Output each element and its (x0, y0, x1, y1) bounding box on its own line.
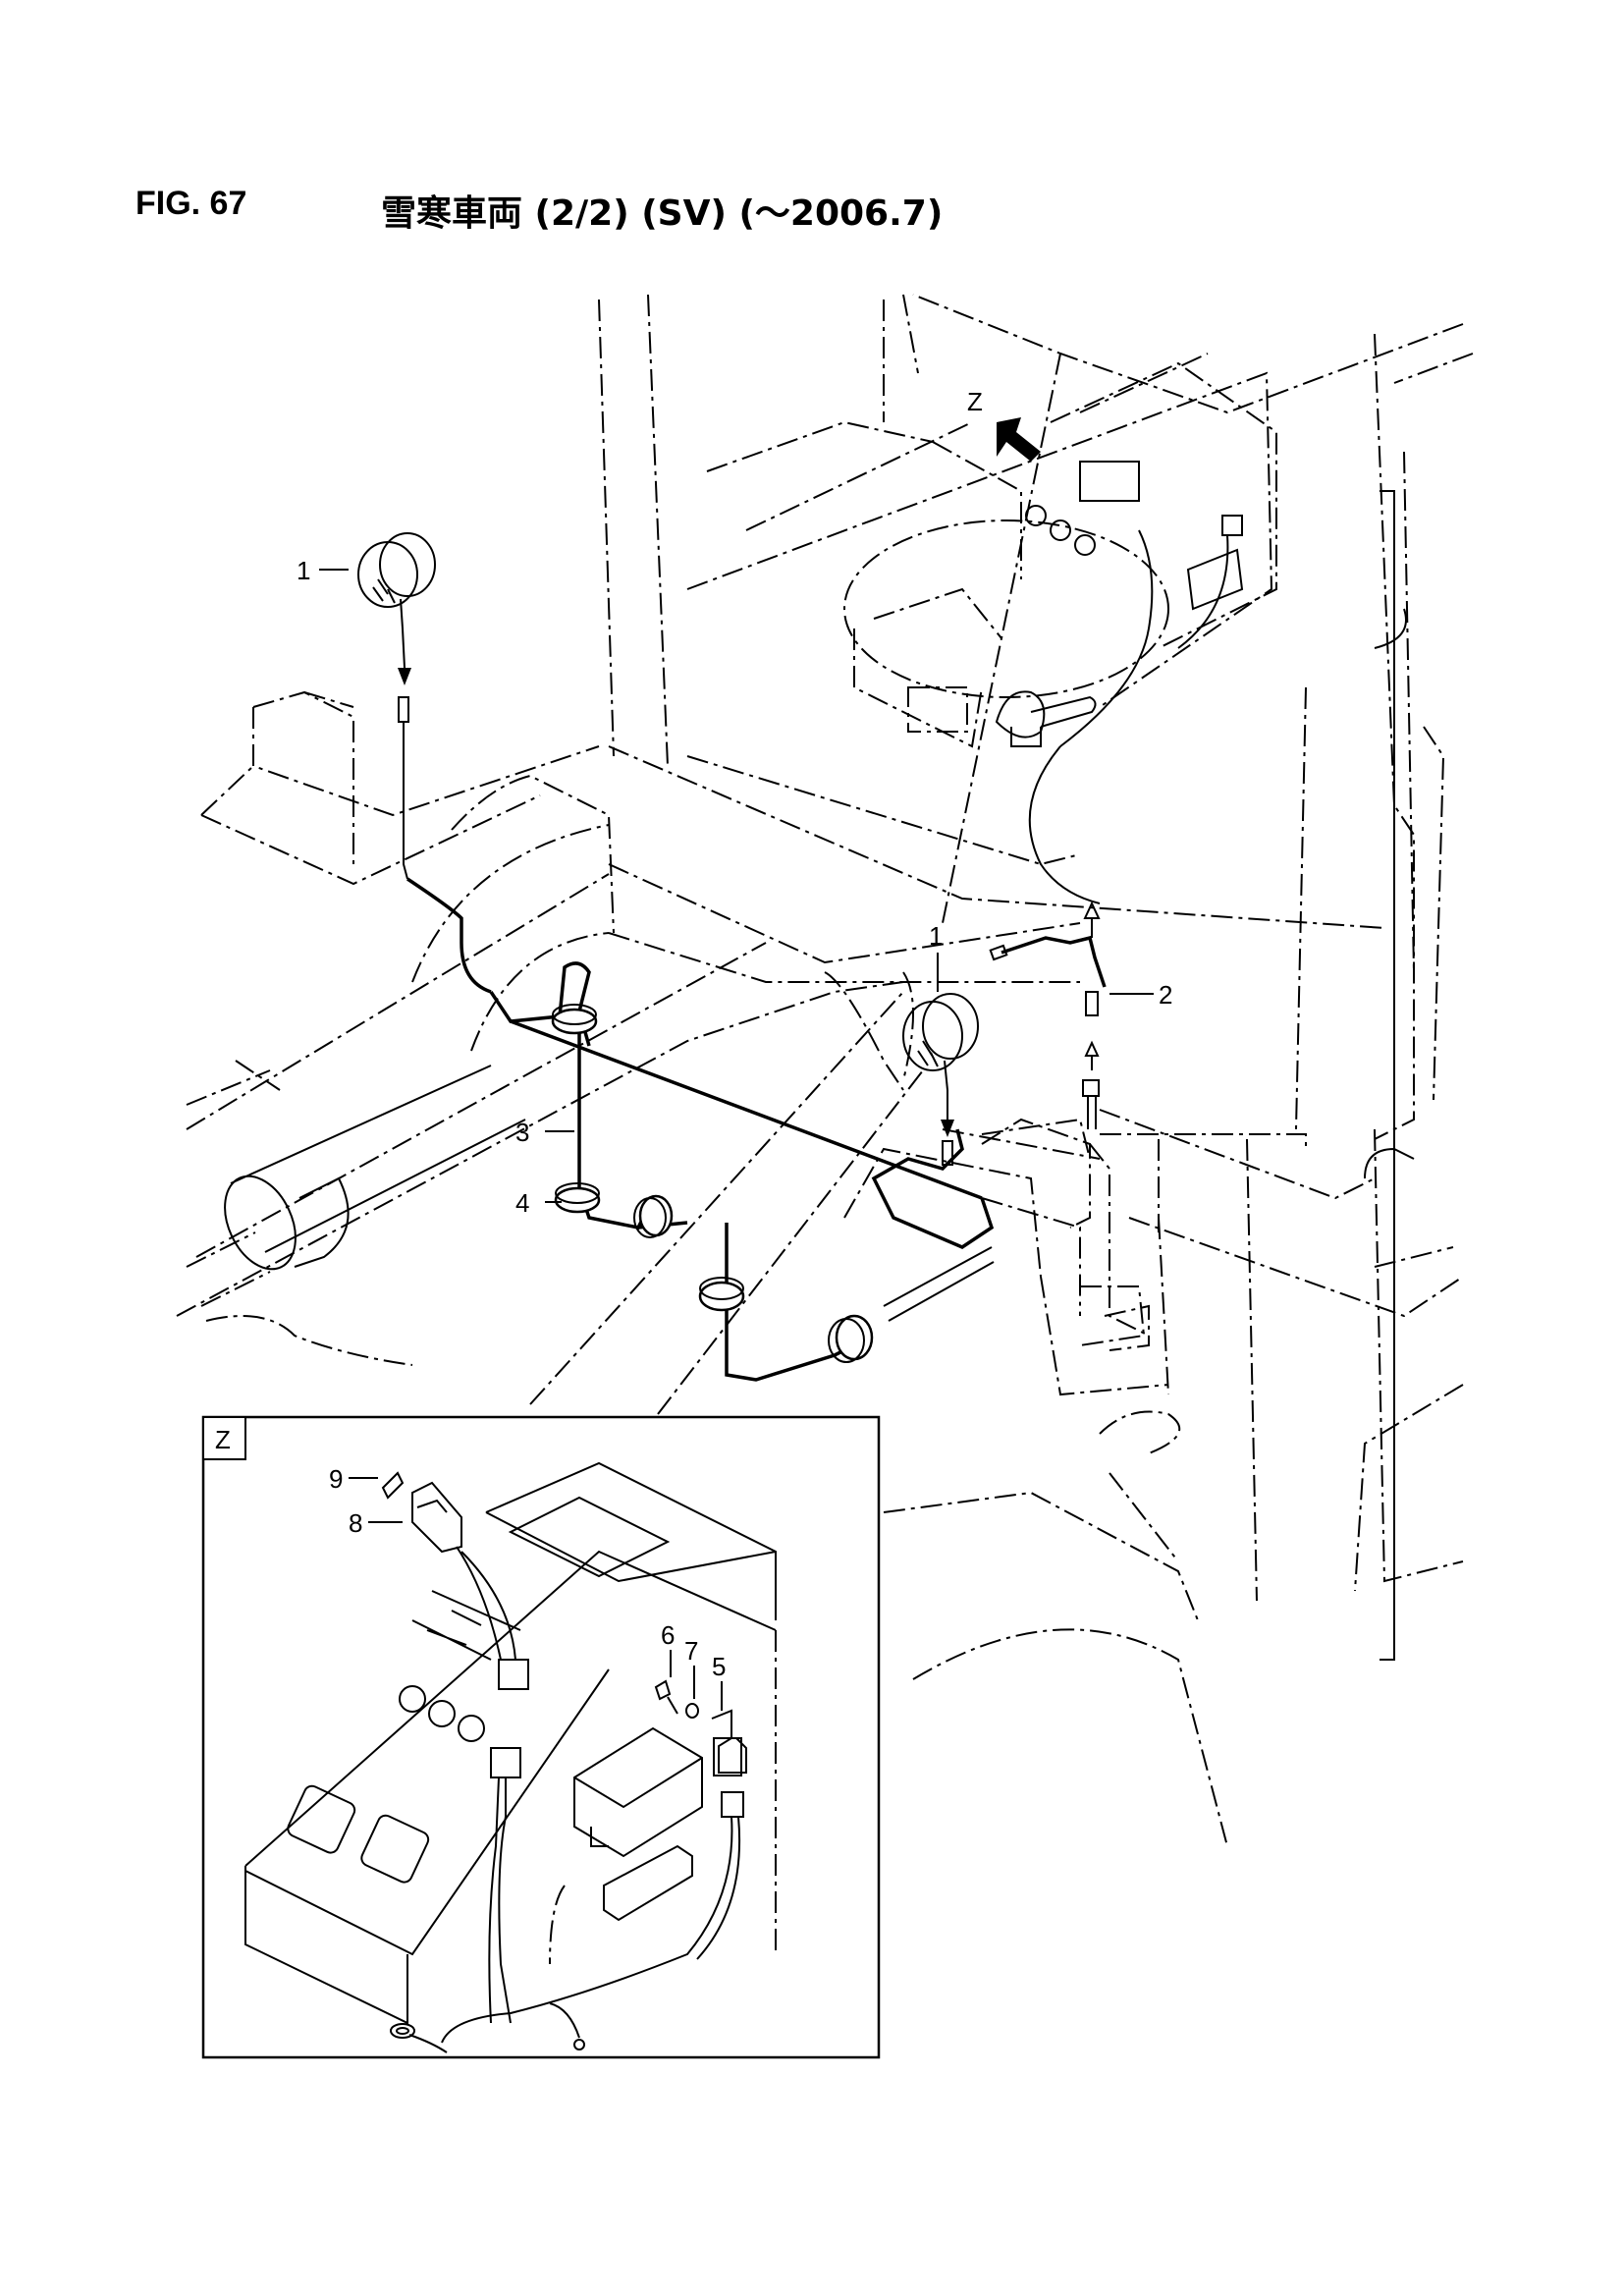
callout-4: 4 (515, 1188, 529, 1218)
boom-cylinder (186, 1065, 526, 1366)
callout-3: 3 (515, 1118, 529, 1147)
work-lamp-left: 1 (297, 532, 492, 994)
upper-harness: 2 (989, 745, 1172, 1129)
callout-6: 6 (661, 1620, 675, 1650)
figure-title: 雪寒車両 (2/2) (SV) (～2006.7) (381, 193, 944, 234)
harness-clamps: 3 4 (515, 1004, 874, 1363)
control-panel-upper (1025, 353, 1277, 747)
right-pipe (1364, 490, 1415, 1661)
work-lamp-right: 1 (902, 921, 979, 1166)
joystick-lever (995, 690, 1097, 747)
callout-1-left: 1 (297, 556, 310, 585)
operator-seat (843, 519, 1169, 748)
view-z-text: Z (967, 387, 983, 416)
view-z-marker: Z (967, 387, 1041, 462)
callout-8: 8 (349, 1508, 362, 1538)
callout-7: 7 (684, 1636, 698, 1666)
junction-box (883, 1118, 1181, 1454)
boom-structure (176, 690, 1307, 1415)
callout-1-right: 1 (929, 921, 943, 951)
figure-header: FIG. 67 雪寒車両 (2/2) (SV) (～2006.7) (135, 185, 1412, 244)
callout-5: 5 (712, 1652, 726, 1681)
callout-2: 2 (1159, 980, 1172, 1010)
figure-number: FIG. 67 (135, 185, 247, 222)
callout-9: 9 (329, 1464, 343, 1494)
inset-view-z: Z 9 8 (201, 1415, 881, 2059)
inset-label-z: Z (215, 1425, 231, 1454)
